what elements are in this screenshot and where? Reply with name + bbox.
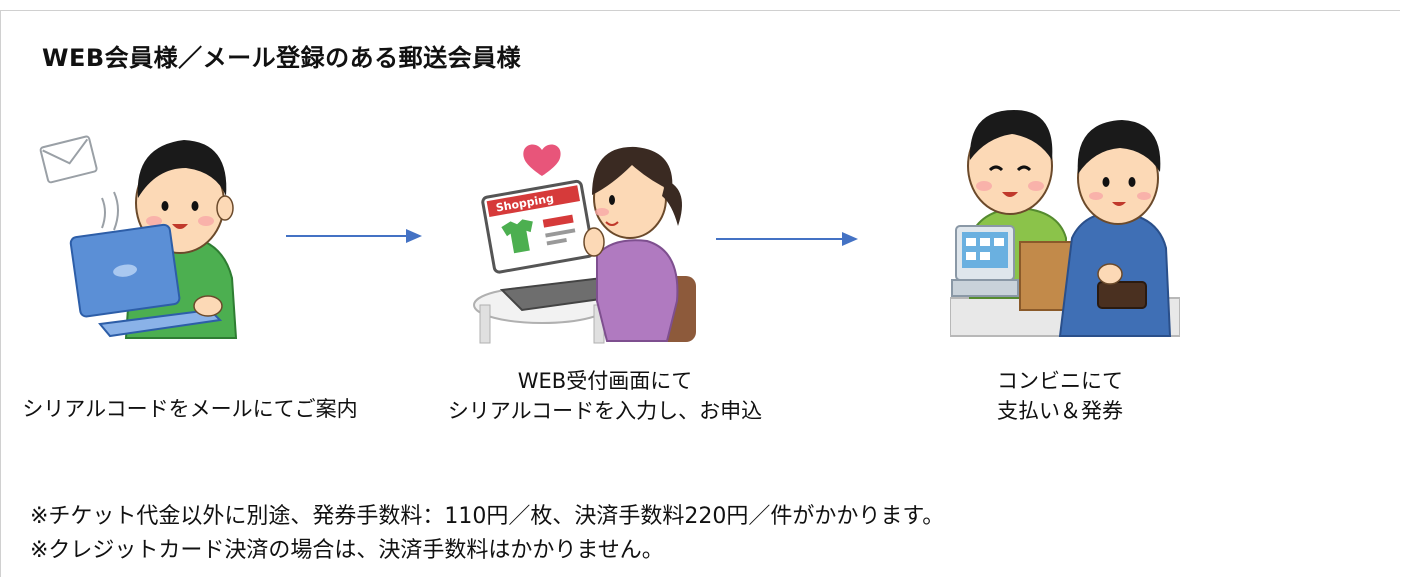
step-1-caption-line-1: シリアルコードをメールにてご案内 <box>22 397 358 421</box>
arrow-right-icon <box>286 229 422 243</box>
step-2-caption-line-2: シリアルコードを入力し、お申込 <box>447 399 763 423</box>
note-credit-card: ※クレジットカード決済の場合は、決済手数料はかかりません。 <box>30 538 664 563</box>
step-3-caption: コンビニにて 支払い＆発券 <box>960 366 1160 426</box>
arrow-right-icon <box>716 232 858 246</box>
step-1-caption: シリアルコードをメールにてご案内 <box>10 394 370 424</box>
woman-online-shopping-icon: Shopping <box>473 144 696 344</box>
step-2-caption-line-1: WEB受付画面にて <box>517 369 693 393</box>
notes: ※チケット代金以外に別途、発券手数料：110円／枚、決済手数料220円／件がかか… <box>30 500 944 568</box>
note-fees: ※チケット代金以外に別途、発券手数料：110円／枚、決済手数料220円／件がかか… <box>30 504 945 529</box>
man-with-laptop-email-icon <box>39 135 238 339</box>
page-title: WEB会員様／メール登録のある郵送会員様 <box>42 44 522 72</box>
info-panel <box>0 10 1400 577</box>
step-2-caption: WEB受付画面にて シリアルコードを入力し、お申込 <box>420 366 790 426</box>
step-3-caption-line-2: 支払い＆発券 <box>997 399 1123 423</box>
step-3-caption-line-1: コンビニにて <box>997 369 1123 393</box>
convenience-store-payment-icon <box>950 110 1180 337</box>
